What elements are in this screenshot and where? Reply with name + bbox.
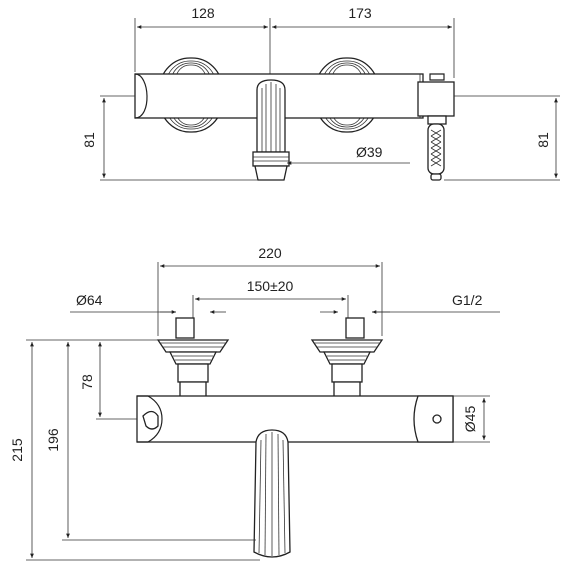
dim-height-spout: 196 [45, 339, 256, 541]
dim-left-width-label: 128 [191, 5, 215, 21]
dim-centers: 150±20 [192, 278, 349, 318]
dim-height-handle: 78 [79, 339, 158, 420]
dim-spout-diameter: Ø39 [287, 144, 410, 165]
dim-height-handle-label: 78 [79, 374, 95, 390]
dim-right-width: 173 [272, 5, 452, 29]
front-handle-right [310, 317, 384, 401]
dim-body-diameter-label: Ø45 [462, 406, 478, 433]
front-handle-left [156, 317, 230, 401]
diverter-knurl [430, 129, 442, 167]
dim-height-total: 215 [9, 339, 260, 561]
dim-centers-label: 150±20 [247, 278, 294, 294]
dim-thread-label: G1/2 [452, 292, 483, 308]
dim-handle-diameter: Ø64 [70, 292, 226, 314]
front-view: 220 150±20 Ø64 G1/2 [9, 245, 500, 561]
dim-overall-width-label: 220 [258, 245, 282, 261]
dim-overall-width: 220 [157, 245, 383, 336]
dim-body-diameter: Ø45 [453, 395, 490, 443]
top-extension-lines [134, 18, 455, 78]
dim-left-width: 128 [137, 5, 268, 29]
top-diverter [417, 73, 455, 181]
top-view: 128 173 [81, 5, 560, 181]
dim-height-left: 81 [81, 95, 258, 181]
dim-height-total-label: 215 [9, 438, 25, 462]
dim-height-left-label: 81 [81, 132, 97, 148]
dim-thread: G1/2 [320, 292, 500, 314]
dim-height-right: 81 [444, 95, 560, 181]
dim-height-right-label: 81 [535, 132, 551, 148]
dim-handle-diameter-label: Ø64 [76, 292, 103, 308]
front-body [136, 395, 454, 443]
dim-height-spout-label: 196 [45, 428, 61, 452]
top-spout [252, 79, 290, 181]
front-spout [253, 429, 291, 558]
dim-spout-diameter-label: Ø39 [356, 144, 383, 160]
dim-right-width-label: 173 [348, 5, 372, 21]
